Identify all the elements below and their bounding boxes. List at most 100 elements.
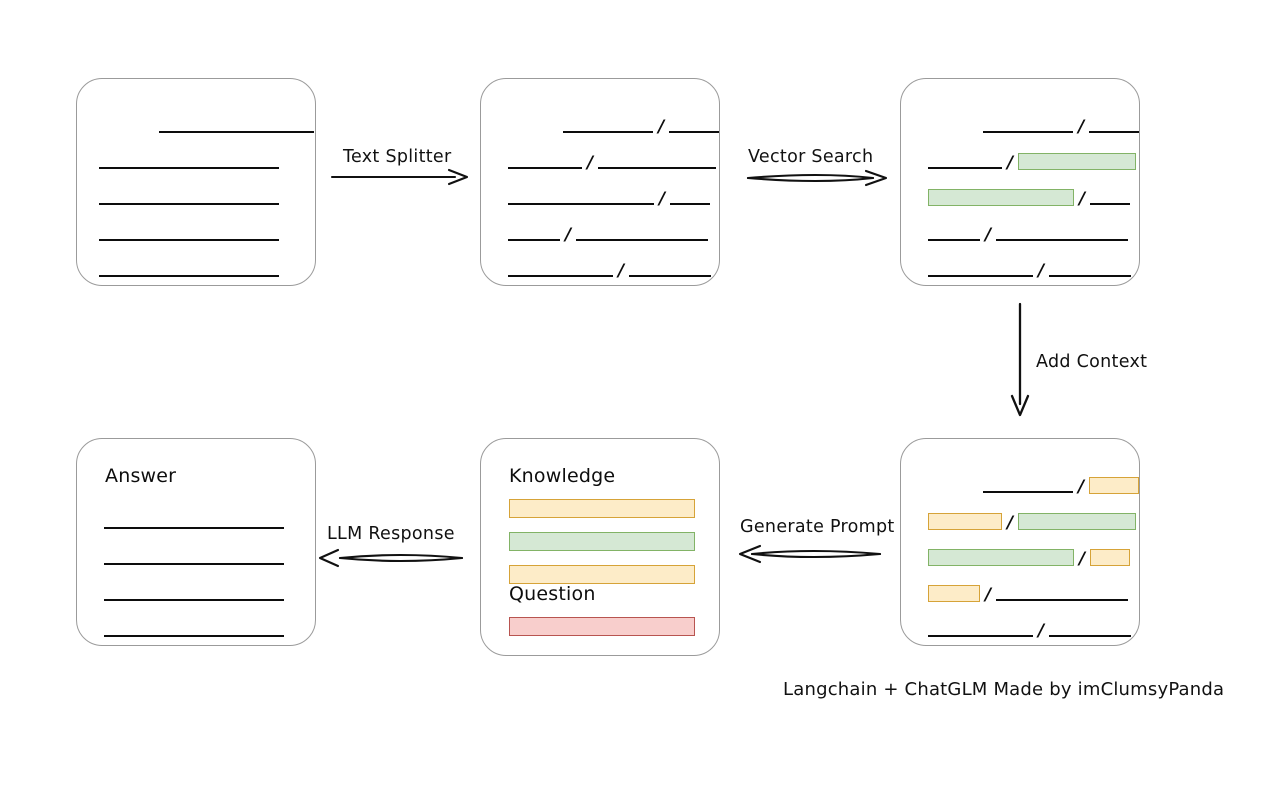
row-indent: [503, 161, 508, 162]
row-indent: [923, 161, 928, 162]
arrow-label-vector-search: Vector Search: [748, 147, 874, 167]
row-indent: [923, 233, 928, 234]
chunk-separator-slash: /: [565, 225, 572, 245]
text-line-segment: [99, 275, 279, 277]
chunk-separator-slash: /: [658, 117, 665, 137]
text-line-segment: [670, 203, 711, 205]
vector-search-arrow: [746, 169, 888, 187]
arrow-label-llm-response: LLM Response: [327, 524, 455, 544]
document-row: /: [901, 151, 1139, 172]
row-indent: [923, 485, 983, 486]
document-row: [77, 619, 315, 639]
document-row: /: [901, 223, 1139, 245]
yellow-prompt-bar: [509, 499, 695, 518]
green-chunk-block: [1018, 513, 1137, 530]
matched-chunk-lines: / / / / /: [901, 79, 1139, 285]
add-context-arrow: [1010, 302, 1030, 417]
document-row: /: [481, 151, 719, 173]
arrow-label-add-context: Add Context: [1036, 352, 1148, 372]
yellow-prompt-bar: [509, 565, 695, 584]
row-indent: [99, 629, 104, 630]
text-line-segment: [983, 131, 1074, 133]
document-row: [77, 223, 315, 243]
arrow-label-generate-prompt: Generate Prompt: [740, 517, 895, 537]
text-line-segment: [629, 275, 712, 277]
document-row: [77, 187, 315, 207]
document-row: /: [901, 583, 1139, 605]
matched-chunks-card[interactable]: / / / / /: [900, 78, 1140, 286]
text-line-segment: [1049, 635, 1132, 637]
document-row: [77, 115, 315, 135]
answer-card[interactable]: Answer: [76, 438, 316, 646]
row-indent: [503, 125, 563, 126]
text-splitter-arrow: [330, 168, 469, 186]
chunk-separator-slash: /: [985, 225, 992, 245]
chunk-lines: /////: [481, 79, 719, 285]
text-line-segment: [928, 635, 1033, 637]
document-row: /: [901, 547, 1139, 569]
row-indent: [923, 125, 983, 126]
text-line-segment: [508, 203, 654, 205]
context-chunks-card[interactable]: / / / / /: [900, 438, 1140, 646]
green-chunk-block: [1018, 153, 1137, 170]
document-row: /: [481, 115, 719, 137]
text-line-segment: [508, 167, 582, 169]
chunk-separator-slash: /: [1038, 261, 1045, 281]
answer-lines: [77, 439, 315, 645]
row-indent: [99, 521, 104, 522]
document-row: [77, 259, 315, 279]
chunk-separator-slash: /: [1079, 549, 1086, 569]
text-line-segment: [928, 275, 1033, 277]
chunk-separator-slash: /: [985, 585, 992, 605]
row-indent: [923, 629, 928, 630]
text-line-segment: [104, 527, 284, 529]
text-line-segment: [928, 239, 980, 241]
chunk-separator-slash: /: [1079, 189, 1086, 209]
document-row: [77, 547, 315, 567]
text-line-segment: [1089, 131, 1139, 133]
answer-heading: Answer: [105, 465, 177, 487]
yellow-chunk-block: [928, 585, 980, 602]
arrow-label-text-splitter: Text Splitter: [343, 147, 452, 167]
green-chunk-block: [928, 189, 1074, 206]
document-row: /: [901, 115, 1139, 136]
split-chunks-card[interactable]: /////: [480, 78, 720, 286]
text-line-segment: [996, 239, 1129, 241]
document-row: /: [901, 619, 1139, 640]
chunk-separator-slash: /: [1078, 477, 1085, 497]
knowledge-heading: Knowledge: [509, 465, 616, 487]
footer-credit: Langchain + ChatGLM Made by imClumsyPand…: [783, 679, 1225, 700]
text-line-segment: [996, 599, 1129, 601]
source-document-card[interactable]: [76, 78, 316, 286]
row-indent: [503, 233, 508, 234]
document-row: /: [901, 475, 1139, 497]
green-prompt-bar: [509, 532, 695, 551]
yellow-chunk-block: [1090, 549, 1131, 566]
question-heading: Question: [509, 583, 596, 605]
text-line-segment: [508, 275, 613, 277]
chunk-separator-slash: /: [587, 153, 594, 173]
generate-prompt-arrow: [738, 544, 882, 564]
llm-response-arrow: [318, 548, 464, 568]
text-line-segment: [669, 131, 719, 133]
document-row: /: [481, 223, 719, 245]
context-chunk-lines: / / / / /: [901, 439, 1139, 645]
document-row: /: [901, 511, 1139, 532]
row-indent: [99, 593, 104, 594]
text-line-segment: [99, 203, 279, 205]
text-line-segment: [1049, 275, 1132, 277]
text-line-segment: [159, 131, 314, 133]
row-indent: [99, 557, 104, 558]
green-chunk-block: [928, 549, 1074, 566]
text-line-segment: [983, 491, 1073, 493]
text-line-segment: [104, 635, 284, 637]
chunk-separator-slash: /: [618, 261, 625, 281]
row-indent: [503, 197, 508, 198]
text-line-segment: [104, 599, 284, 601]
yellow-chunk-block: [928, 513, 1002, 530]
prompt-card[interactable]: Knowledge Question: [480, 438, 720, 656]
red-prompt-bar: [509, 617, 695, 636]
text-line-segment: [576, 239, 709, 241]
text-line-segment: [563, 131, 654, 133]
